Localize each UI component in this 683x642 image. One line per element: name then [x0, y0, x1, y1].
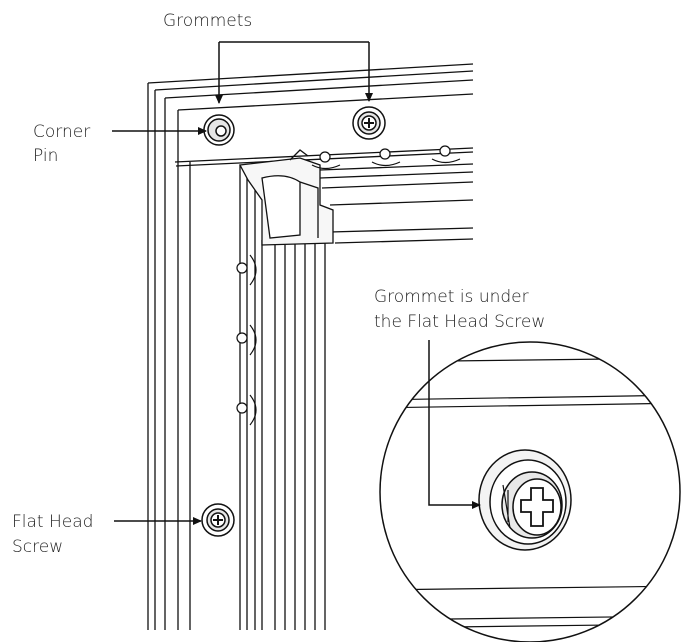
grommet-under-label-line2: the Flat Head Screw — [374, 312, 545, 332]
corner-pin-label-line1: Corner — [33, 122, 90, 142]
top-grommet-screw — [352, 106, 386, 140]
corner-pin-label-line2: Pin — [33, 146, 58, 166]
grommet-under-leader — [428, 340, 481, 509]
grommets-label: Grommets — [163, 11, 252, 31]
left-rail — [147, 83, 326, 630]
flat-head-screw-label-line2: Screw — [12, 537, 63, 557]
magnified-detail — [379, 341, 681, 642]
grommets-leader — [215, 41, 373, 104]
flat-head-screw-label-line1: Flat Head — [12, 512, 93, 532]
corner-bracket — [238, 149, 334, 246]
corner-pin — [203, 114, 235, 146]
left-channel-screws — [236, 254, 257, 426]
top-channel-screws — [311, 145, 461, 170]
grommet-under-label-line1: Grommet is under — [374, 287, 529, 307]
flat-head-screw — [201, 503, 235, 537]
